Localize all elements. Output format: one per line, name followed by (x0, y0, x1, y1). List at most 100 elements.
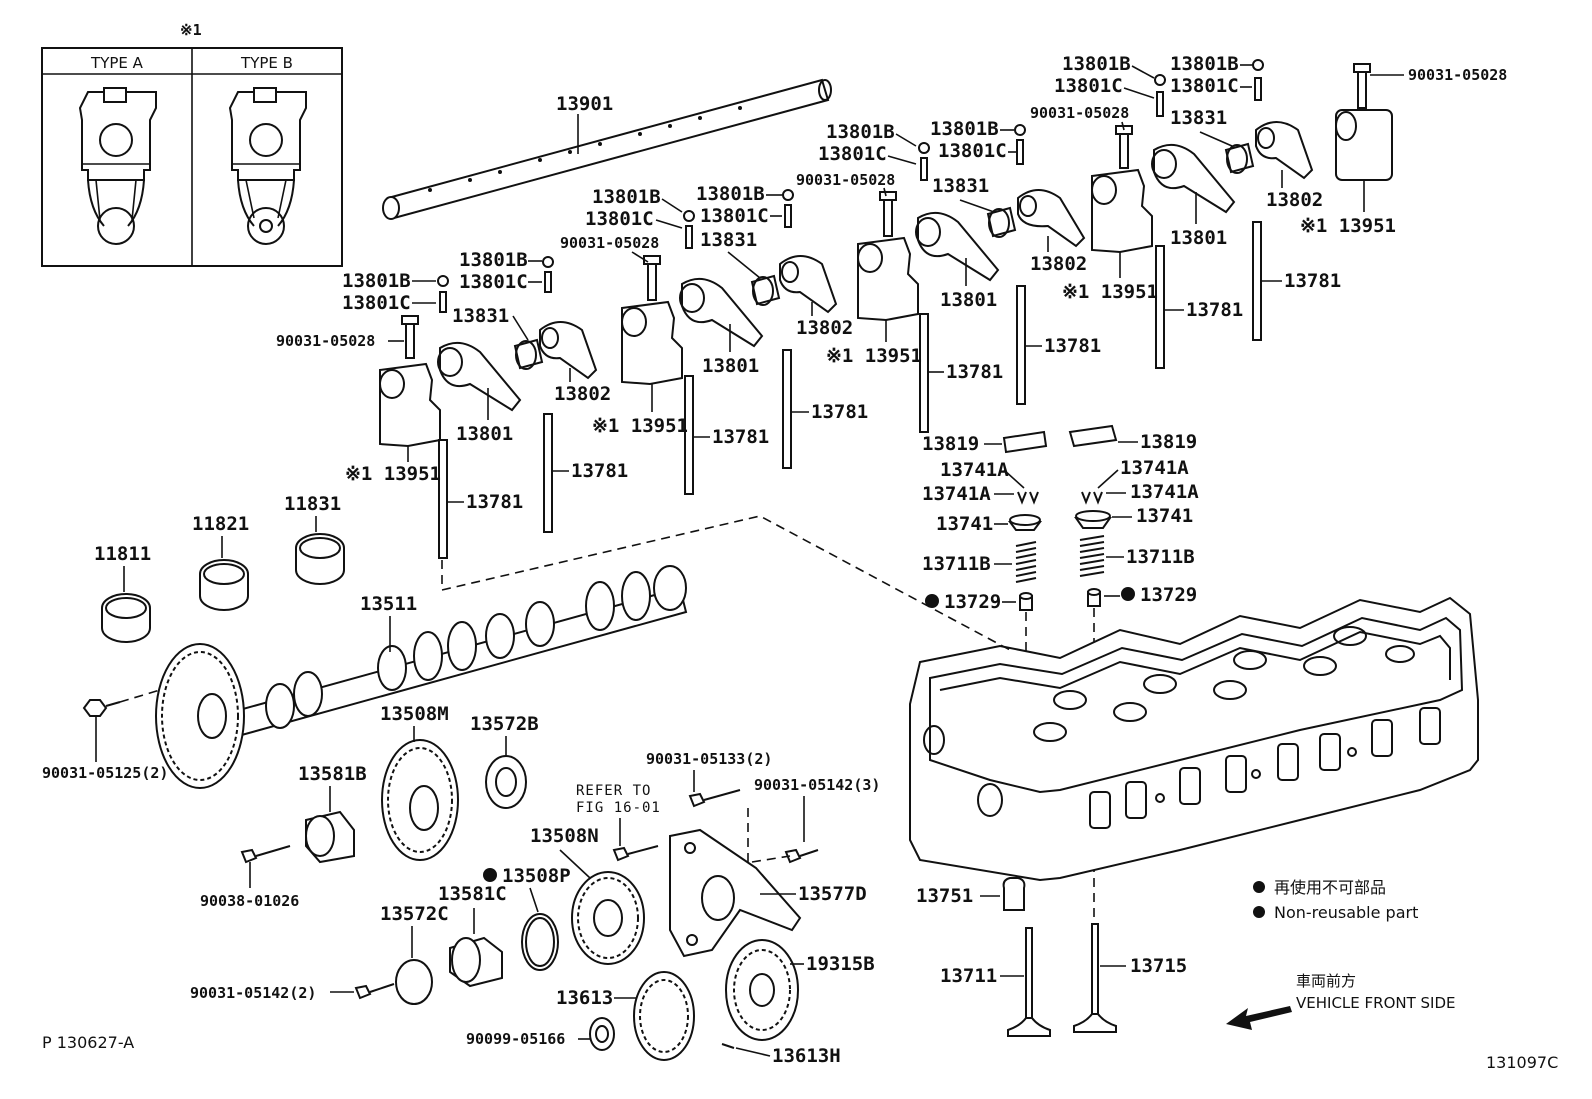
gear-13508n (571, 871, 645, 965)
legend-dot (1253, 906, 1265, 918)
footer-left-code: P 130627-A (42, 1033, 134, 1052)
head-side-openings (923, 707, 1441, 829)
label-bolt: 90031-05028 (276, 332, 375, 350)
bolt-90038-01026 (240, 845, 291, 864)
rocker-support-1 (379, 362, 441, 448)
legend-dot (1253, 881, 1265, 893)
idler-shaft-13581c (449, 936, 503, 988)
label-13801c: 13801C (1054, 75, 1123, 97)
type-b-bracket (228, 87, 307, 245)
label-13711b: 13711B (922, 553, 991, 575)
exhaust-valve (1091, 923, 1099, 1015)
rocker-arm-3 (917, 211, 1000, 282)
label-13577d: 13577D (798, 883, 867, 905)
bridge-b (1068, 424, 1118, 448)
rocker-arm-4b (1255, 121, 1314, 180)
label-13951: ※1 13951 (826, 345, 922, 367)
label-13572c: 13572C (380, 903, 449, 925)
rocker-arm-1 (439, 341, 522, 412)
gear-13613 (633, 971, 695, 1061)
pushrod-2b (782, 349, 792, 469)
idler-gear-13508m (381, 739, 459, 861)
nonreusable-dot (925, 594, 939, 608)
intake-valve (1025, 927, 1033, 1019)
bolt-90031-05142-3 (784, 848, 819, 864)
gear-19315b (725, 939, 799, 1041)
pushrod-4a (1155, 245, 1165, 369)
footer-right-code: 131097C (1486, 1053, 1558, 1072)
label-13572b: 13572B (470, 713, 539, 735)
oring-13508p (521, 913, 559, 971)
nonreusable-dot (483, 868, 497, 882)
label-13741: 13741 (1136, 505, 1193, 527)
label-13508m: 13508M (380, 703, 449, 725)
valve-guide (1002, 877, 1026, 911)
label-13741a: 13741A (922, 483, 991, 505)
inset-type-b: TYPE B (240, 54, 293, 72)
legend-en: Non-reusable part (1274, 903, 1418, 922)
label-13801b: 13801B (696, 183, 765, 205)
label-13781: 13781 (1284, 270, 1341, 292)
rocker-shaft: 13901 (382, 78, 832, 220)
label-13951: ※1 13951 (592, 415, 688, 437)
label-13801b: 13801B (1062, 53, 1131, 75)
label-13781: 13781 (571, 460, 628, 482)
plate-13572c (395, 959, 433, 1005)
rocker-group-2: 13801B 13801C 13801B 13801C 90031-05028 … (560, 183, 868, 495)
label-19315b: 19315B (806, 953, 875, 975)
label-13951: ※1 13951 (1300, 215, 1396, 237)
label-13801: 13801 (1170, 227, 1227, 249)
pushrod-2a (684, 375, 694, 495)
label-13781: 13781 (712, 426, 769, 448)
label-13741: 13741 (936, 513, 993, 535)
legend-jp: 再使用不可部品 (1274, 878, 1386, 897)
inset-note-mark: ※1 (180, 21, 202, 39)
bolt-90031-05133 (612, 789, 741, 862)
label-13901: 13901 (556, 93, 613, 115)
rocker-arm-2 (681, 277, 764, 348)
rocker-support-4b (1335, 109, 1393, 181)
label-13741a: 13741A (940, 459, 1009, 481)
valve-spring-a (1015, 541, 1037, 583)
pushrod-1b (543, 413, 553, 533)
label-13781: 13781 (1186, 299, 1243, 321)
label-13951: ※1 13951 (345, 463, 441, 485)
rocker-support-2 (621, 300, 683, 386)
label-13711: 13711 (940, 965, 997, 987)
label-13801c: 13801C (459, 271, 528, 293)
inset-type-a: TYPE A (90, 54, 144, 72)
label-13801b: 13801B (930, 118, 999, 140)
label-90031-05142-3: 90031-05142(3) (754, 776, 880, 794)
label-13801b: 13801B (592, 186, 661, 208)
cam-bearing-11811 (101, 593, 151, 643)
label-bolt: 90031-05028 (796, 171, 895, 189)
rocker-arm-2b (779, 255, 838, 314)
label-13751: 13751 (916, 885, 973, 907)
label-13711b: 13711B (1126, 546, 1195, 568)
label-13741a: 13741A (1120, 457, 1189, 479)
label-13613: 13613 (556, 987, 613, 1009)
label-13801b: 13801B (459, 249, 528, 271)
label-13781: 13781 (946, 361, 1003, 383)
label-13781: 13781 (811, 401, 868, 423)
camshaft-area: 11811 11821 11831 13511 90031-05125(2) (42, 493, 880, 1067)
label-13613h: 13613H (772, 1045, 841, 1067)
label-13831: 13831 (1170, 107, 1227, 129)
pushrod-3a (919, 313, 929, 433)
label-13581c: 13581C (438, 883, 507, 905)
rocker-arm-1b (539, 321, 598, 380)
cylinder-head (909, 596, 1479, 882)
label-13801b: 13801B (1170, 53, 1239, 75)
label-13819: 13819 (922, 433, 979, 455)
label-13715: 13715 (1130, 955, 1187, 977)
label-13801c: 13801C (585, 208, 654, 230)
label-90031-05142-2: 90031-05142(2) (190, 984, 316, 1002)
label-bolt: 90031-05028 (560, 234, 659, 252)
label-13729: 13729 (944, 591, 1001, 613)
front-jp: 車両前方 (1296, 972, 1356, 990)
rocker-group-1: 13801B 13801C 13801B 13801C 90031-05028 … (276, 249, 628, 559)
pushrod-4b (1252, 221, 1262, 341)
bridge-a (1002, 430, 1048, 454)
label-11831: 11831 (284, 493, 341, 515)
